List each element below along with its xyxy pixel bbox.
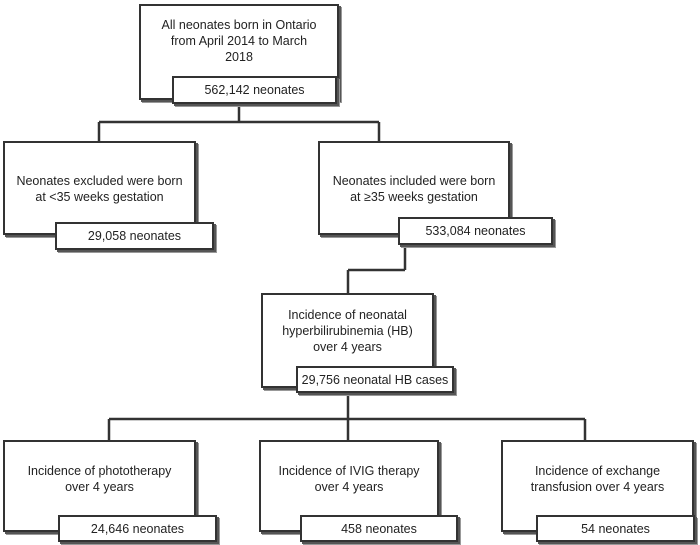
exchange-line-2: transfusion over 4 years <box>530 480 665 494</box>
ivig-count-box <box>300 515 458 542</box>
incidence-hb-line-2: hyperbilirubinemia (HB) <box>282 324 413 338</box>
phototherapy-line-1: Incidence of phototherapy <box>27 464 172 478</box>
included-line-2: at ≥35 weeks gestation <box>350 190 478 204</box>
phototherapy-line-2: over 4 years <box>65 480 134 494</box>
phototherapy-count: 24,646 neonates <box>90 521 185 536</box>
phototherapy-count-box <box>58 515 217 542</box>
ivig-line-1: Incidence of IVIG therapy <box>278 464 420 478</box>
excluded-line-1: Neonates excluded were born <box>16 174 183 188</box>
exchange-text: Incidence of exchange transfusion over 4… <box>501 463 694 495</box>
exchange-count: 54 neonates <box>581 521 650 536</box>
ivig-count: 458 neonates <box>341 521 417 536</box>
incidence-hb-count-box <box>296 366 454 393</box>
exchange-line-1: Incidence of exchange <box>534 464 661 478</box>
root-text: All neonates born in Ontario from April … <box>139 17 339 65</box>
root-count: 562,142 neonates <box>204 83 305 97</box>
included-count: 533,084 neonates <box>425 224 526 238</box>
ivig-line-2: over 4 years <box>314 480 384 494</box>
included-line-1: Neonates included were born <box>332 174 496 188</box>
root-line-1: All neonates born in Ontario <box>161 18 317 32</box>
exchange-count-box <box>536 515 695 542</box>
excluded-line-2: at <35 weeks gestation <box>35 190 164 204</box>
incidence-hb-line-1: Incidence of neonatal <box>288 308 407 322</box>
excluded-count-box <box>55 222 214 250</box>
incidence-hb-count: 29,756 neonatal HB cases <box>301 372 449 387</box>
excluded-text: Neonates excluded were born at <35 weeks… <box>3 173 196 205</box>
included-count-box <box>398 217 553 245</box>
incidence-hb-line-3: over 4 years <box>313 340 382 354</box>
incidence-hb-text: Incidence of neonatal hyperbilirubinemia… <box>261 307 434 355</box>
root-line-2: from April 2014 to March <box>170 34 308 48</box>
excluded-count: 29,058 neonates <box>87 229 182 243</box>
phototherapy-text: Incidence of phototherapy over 4 years <box>3 463 196 495</box>
root-count-box <box>172 76 337 104</box>
included-text: Neonates included were born at ≥35 weeks… <box>318 173 510 205</box>
root-line-3: 2018 <box>225 50 253 64</box>
ivig-text: Incidence of IVIG therapy over 4 years <box>259 463 439 495</box>
